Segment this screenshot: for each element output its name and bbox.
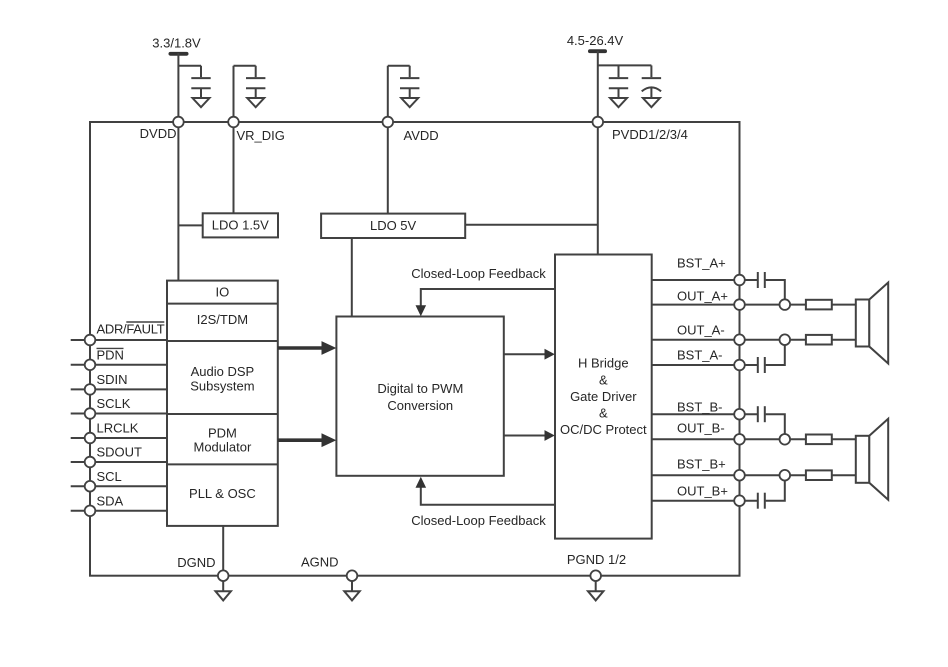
svg-text:Closed-Loop Feedback: Closed-Loop Feedback — [411, 513, 546, 528]
svg-text:PGND 1/2: PGND 1/2 — [567, 552, 626, 567]
svg-text:Modulator: Modulator — [193, 440, 251, 455]
svg-text:LDO 1.5V: LDO 1.5V — [212, 218, 269, 233]
svg-text:Digital to PWM: Digital to PWM — [377, 381, 463, 396]
svg-text:OUT_B-: OUT_B- — [677, 421, 725, 436]
svg-text:I2S/TDM: I2S/TDM — [197, 312, 248, 327]
svg-text:OUT_B+: OUT_B+ — [677, 484, 728, 499]
svg-text:SDOUT: SDOUT — [97, 445, 143, 460]
svg-text:LDO 5V: LDO 5V — [370, 218, 417, 233]
svg-text:&: & — [599, 372, 608, 387]
svg-text:&: & — [599, 405, 608, 420]
svg-text:Subsystem: Subsystem — [190, 378, 254, 393]
svg-text:PLL & OSC: PLL & OSC — [189, 486, 256, 501]
svg-text:3.3/1.8V: 3.3/1.8V — [152, 36, 201, 51]
svg-text:ADR/FAULT: ADR/FAULT — [97, 322, 165, 337]
svg-text:PDM: PDM — [208, 425, 237, 440]
svg-text:Conversion: Conversion — [387, 398, 453, 413]
svg-text:DGND: DGND — [177, 555, 215, 570]
svg-text:H Bridge: H Bridge — [578, 356, 629, 371]
svg-text:PDN: PDN — [97, 348, 124, 363]
svg-text:AVDD: AVDD — [404, 128, 439, 143]
svg-text:PVDD1/2/3/4: PVDD1/2/3/4 — [612, 127, 688, 142]
svg-text:VR_DIG: VR_DIG — [237, 128, 285, 143]
svg-text:BST_B-: BST_B- — [677, 399, 723, 414]
svg-text:BST_B+: BST_B+ — [677, 457, 726, 472]
svg-text:LRCLK: LRCLK — [97, 421, 139, 436]
svg-text:SCL: SCL — [97, 469, 122, 484]
svg-text:SCLK: SCLK — [97, 396, 131, 411]
svg-text:OUT_A+: OUT_A+ — [677, 288, 728, 303]
svg-text:BST_A+: BST_A+ — [677, 256, 726, 271]
svg-text:Closed-Loop Feedback: Closed-Loop Feedback — [411, 266, 546, 281]
svg-text:SDIN: SDIN — [97, 372, 128, 387]
svg-text:OC/DC Protect: OC/DC Protect — [560, 422, 647, 437]
svg-text:4.5-26.4V: 4.5-26.4V — [567, 33, 624, 48]
svg-text:AGND: AGND — [301, 555, 339, 570]
svg-text:OUT_A-: OUT_A- — [677, 323, 725, 338]
svg-text:IO: IO — [216, 284, 230, 299]
svg-text:BST_A-: BST_A- — [677, 347, 723, 362]
svg-text:Gate Driver: Gate Driver — [570, 389, 637, 404]
svg-text:DVDD: DVDD — [140, 126, 177, 141]
svg-text:Audio DSP: Audio DSP — [191, 364, 255, 379]
svg-text:SDA: SDA — [97, 494, 124, 509]
